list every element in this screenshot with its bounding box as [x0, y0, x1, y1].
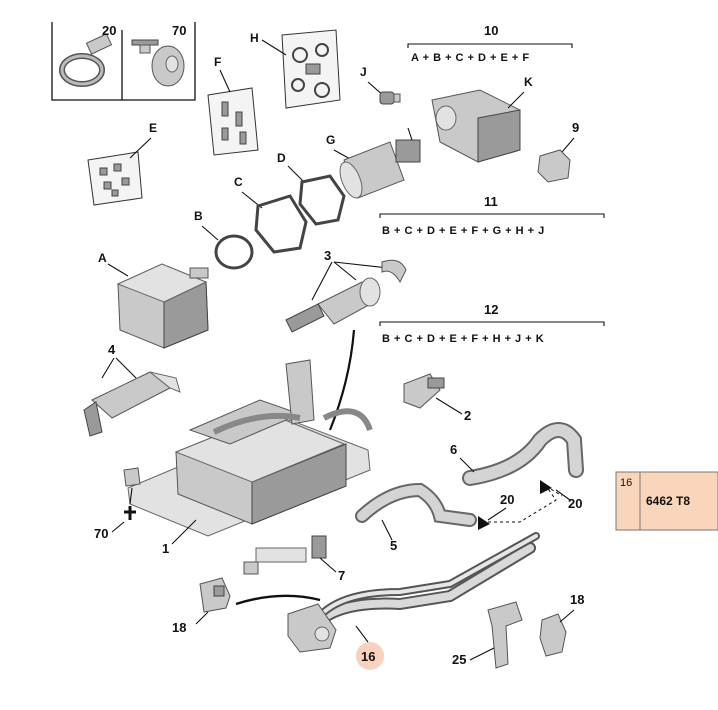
exhaust-silencer-4: 4	[83, 342, 181, 437]
burner-unit-A: A	[98, 251, 209, 349]
valve-2: 2	[403, 373, 471, 423]
kit-12: 12 B + C + D + E + F + H + J + K	[379, 302, 605, 345]
plug-J: J	[360, 65, 401, 105]
gasket-C: C	[234, 175, 308, 254]
callout-25: 25	[452, 652, 466, 667]
label-K: K	[524, 75, 533, 89]
callout-18-left: 18	[172, 620, 186, 635]
inset-box: 20 70	[51, 22, 196, 101]
formula-11: B + C + D + E + F + G + H + J	[382, 225, 545, 237]
label-J: J	[360, 65, 367, 79]
callout-5: 5	[390, 538, 397, 553]
label-G: G	[326, 133, 335, 147]
gasket-D: D	[277, 151, 346, 226]
hose-clamp-icon	[59, 33, 113, 87]
coolant-pipe-16: 16	[235, 532, 540, 670]
label-A: A	[98, 251, 107, 265]
callout-20-right: 20	[568, 496, 582, 511]
callout-12: 12	[484, 302, 498, 317]
relay-9: 9	[537, 120, 579, 183]
callout-20-top: 20	[102, 23, 116, 38]
label-B: B	[194, 209, 203, 223]
reference-index: 16	[620, 477, 632, 489]
formula-10: A + B + C + D + E + F	[411, 52, 530, 64]
callout-3: 3	[324, 248, 331, 263]
callout-70-top: 70	[172, 23, 186, 38]
label-E: E	[149, 121, 157, 135]
callout-7: 7	[338, 568, 345, 583]
heater-assembly-1	[123, 359, 373, 537]
reference-box: 16 6462 T8	[615, 471, 718, 531]
label-H: H	[250, 31, 259, 45]
bracket-18-left: 18	[172, 577, 231, 635]
callout-1: 1	[162, 541, 169, 556]
callout-20-mid: 20	[500, 492, 514, 507]
label-D: D	[277, 151, 286, 165]
callout-2: 2	[464, 408, 471, 423]
connector-7: 7	[243, 535, 345, 583]
air-blower-K: K	[431, 75, 533, 163]
callout-11: 11	[484, 194, 498, 209]
parts-bag-E: E	[87, 121, 157, 206]
bracket-25: 25	[452, 601, 523, 669]
screw-kit-bag-F: F	[207, 55, 259, 156]
callout-18-right: 18	[570, 592, 584, 607]
kit-11: 11 B + C + D + E + F + G + H + J	[379, 194, 605, 237]
push-fastener-icon	[131, 39, 185, 87]
seal-kit-bag-H: H	[250, 29, 341, 109]
fastener-70: 70	[94, 487, 136, 541]
label-C: C	[234, 175, 243, 189]
heat-exchanger-3: 3	[285, 248, 407, 333]
callout-16: 16	[361, 649, 375, 664]
gasket-B: B	[194, 209, 254, 270]
callout-70: 70	[94, 526, 108, 541]
kit-10: 10 A + B + C + D + E + F	[407, 23, 573, 64]
callout-10: 10	[484, 23, 498, 38]
fuel-pump-G: G	[326, 127, 421, 199]
highlight-circle	[356, 642, 384, 670]
hose-5: 5	[355, 482, 477, 553]
callout-4: 4	[108, 342, 116, 357]
bracket-18-right: 18	[539, 592, 584, 657]
hose-6: 6	[450, 422, 584, 486]
reference-code: 6462 T8	[646, 494, 690, 508]
callout-9: 9	[572, 120, 579, 135]
formula-12: B + C + D + E + F + H + J + K	[382, 333, 544, 345]
label-F: F	[214, 55, 221, 69]
clamp-positions-20: 20 20	[478, 480, 582, 530]
callout-6: 6	[450, 442, 457, 457]
